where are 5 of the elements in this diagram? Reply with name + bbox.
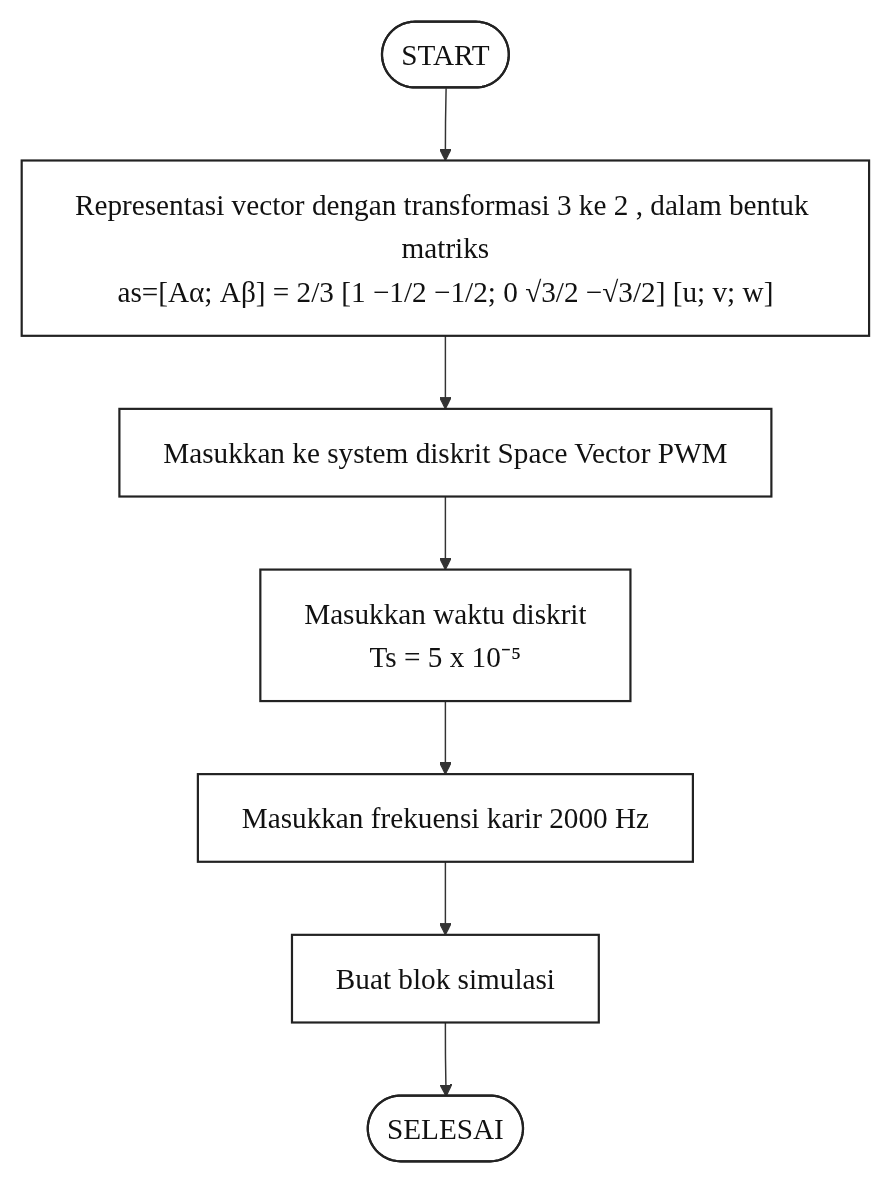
node-box: Masukkan waktu diskrit Ts = 5 x 10⁻⁵ — [259, 568, 632, 703]
node-box: Masukkan ke system diskrit Space Vector PWM — [118, 407, 773, 498]
node-box: Masukkan frekuensi karir 2000 Hz — [196, 773, 695, 863]
node-box: Buat blok simulasi — [291, 933, 600, 1024]
node-box: Representasi vector dengan transformasi 3 ke 2 , dalam bentuk matriks as=[Aα; Aβ] = 2/3 [1 −1/2 −1/2; 0 √3/2 −√3/2] [u; v; w] — [20, 159, 871, 337]
